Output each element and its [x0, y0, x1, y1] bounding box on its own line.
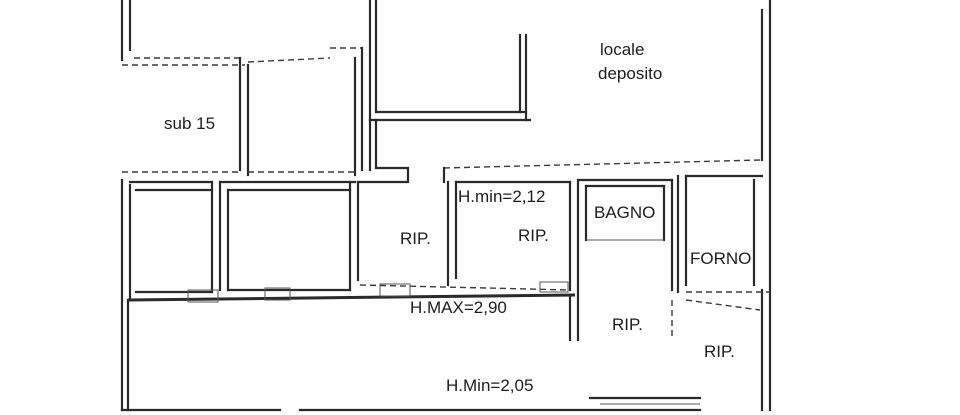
label-locale: locale	[600, 40, 645, 59]
corridor-wall	[127, 281, 770, 405]
locale-deposito-walls	[368, 0, 761, 184]
sub15-walls	[122, 46, 364, 177]
label-forno: FORNO	[690, 249, 752, 268]
middle-row-walls	[128, 174, 764, 342]
label-rip-3: RIP.	[612, 315, 643, 334]
label-hmax-290: H.MAX=2,90	[410, 298, 507, 317]
label-rip-1: RIP.	[400, 229, 431, 248]
label-bagno: BAGNO	[594, 203, 656, 222]
label-rip-2: RIP.	[518, 226, 549, 245]
label-hmin-212: H.min=2,12	[458, 187, 546, 206]
label-rip-4: RIP.	[704, 342, 735, 361]
outer-walls	[120, 0, 772, 412]
label-hmin-205: H.Min=2,05	[446, 376, 534, 395]
label-deposito: deposito	[598, 64, 663, 83]
label-sub15: sub 15	[164, 114, 216, 133]
